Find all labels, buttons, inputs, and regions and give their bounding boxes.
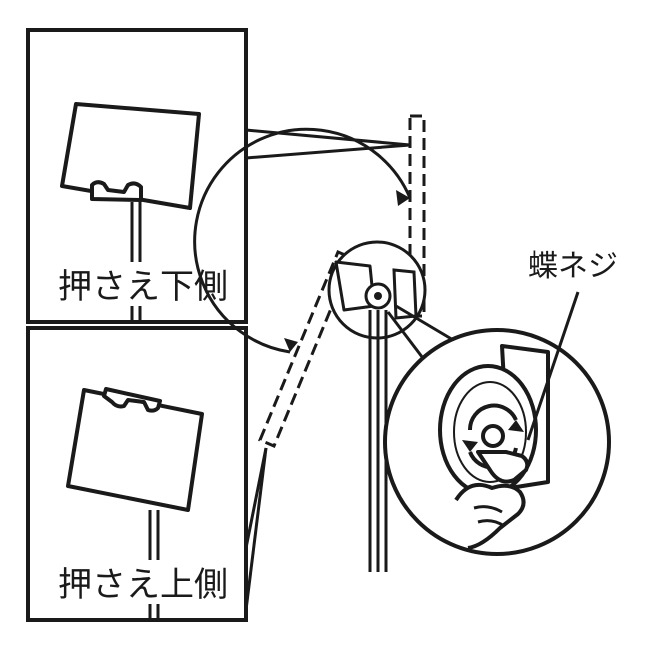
label-wing-screw: 蝶ネジ — [528, 249, 618, 284]
wing-screw-pointer — [526, 291, 580, 441]
music-plate — [66, 388, 204, 512]
callout-line — [244, 447, 268, 611]
stand-assembly — [193, 114, 471, 572]
hand-finger — [473, 505, 503, 514]
inset-presser-top: 押さえ上側 — [26, 326, 268, 622]
presser-clip — [90, 180, 143, 202]
callout-line — [245, 128, 411, 147]
hinge-knob-center — [374, 292, 382, 300]
arrow-head — [284, 338, 298, 352]
arrow-head — [396, 190, 410, 206]
label-backdrop — [54, 560, 222, 604]
label-presser-top: 押さえ上側 — [58, 565, 228, 605]
rotation-arc — [193, 127, 412, 354]
hand — [454, 483, 526, 550]
wing-screw-hub — [481, 424, 505, 448]
arrow-head — [508, 420, 524, 432]
presser-clip — [102, 387, 162, 413]
callout-line — [245, 143, 411, 160]
hinge-plate — [392, 268, 418, 320]
inset-presser-bottom: 押さえ下側 — [26, 28, 411, 324]
hand-finger — [477, 519, 505, 528]
hinge-disk-inner — [453, 381, 527, 483]
magnified-detail — [383, 328, 611, 556]
label-backdrop — [54, 262, 222, 306]
label-presser-bottom: 押さえ下側 — [58, 267, 228, 307]
rotate-arrow — [467, 403, 518, 431]
arrow-head — [462, 440, 478, 452]
wing-screw — [476, 450, 530, 484]
